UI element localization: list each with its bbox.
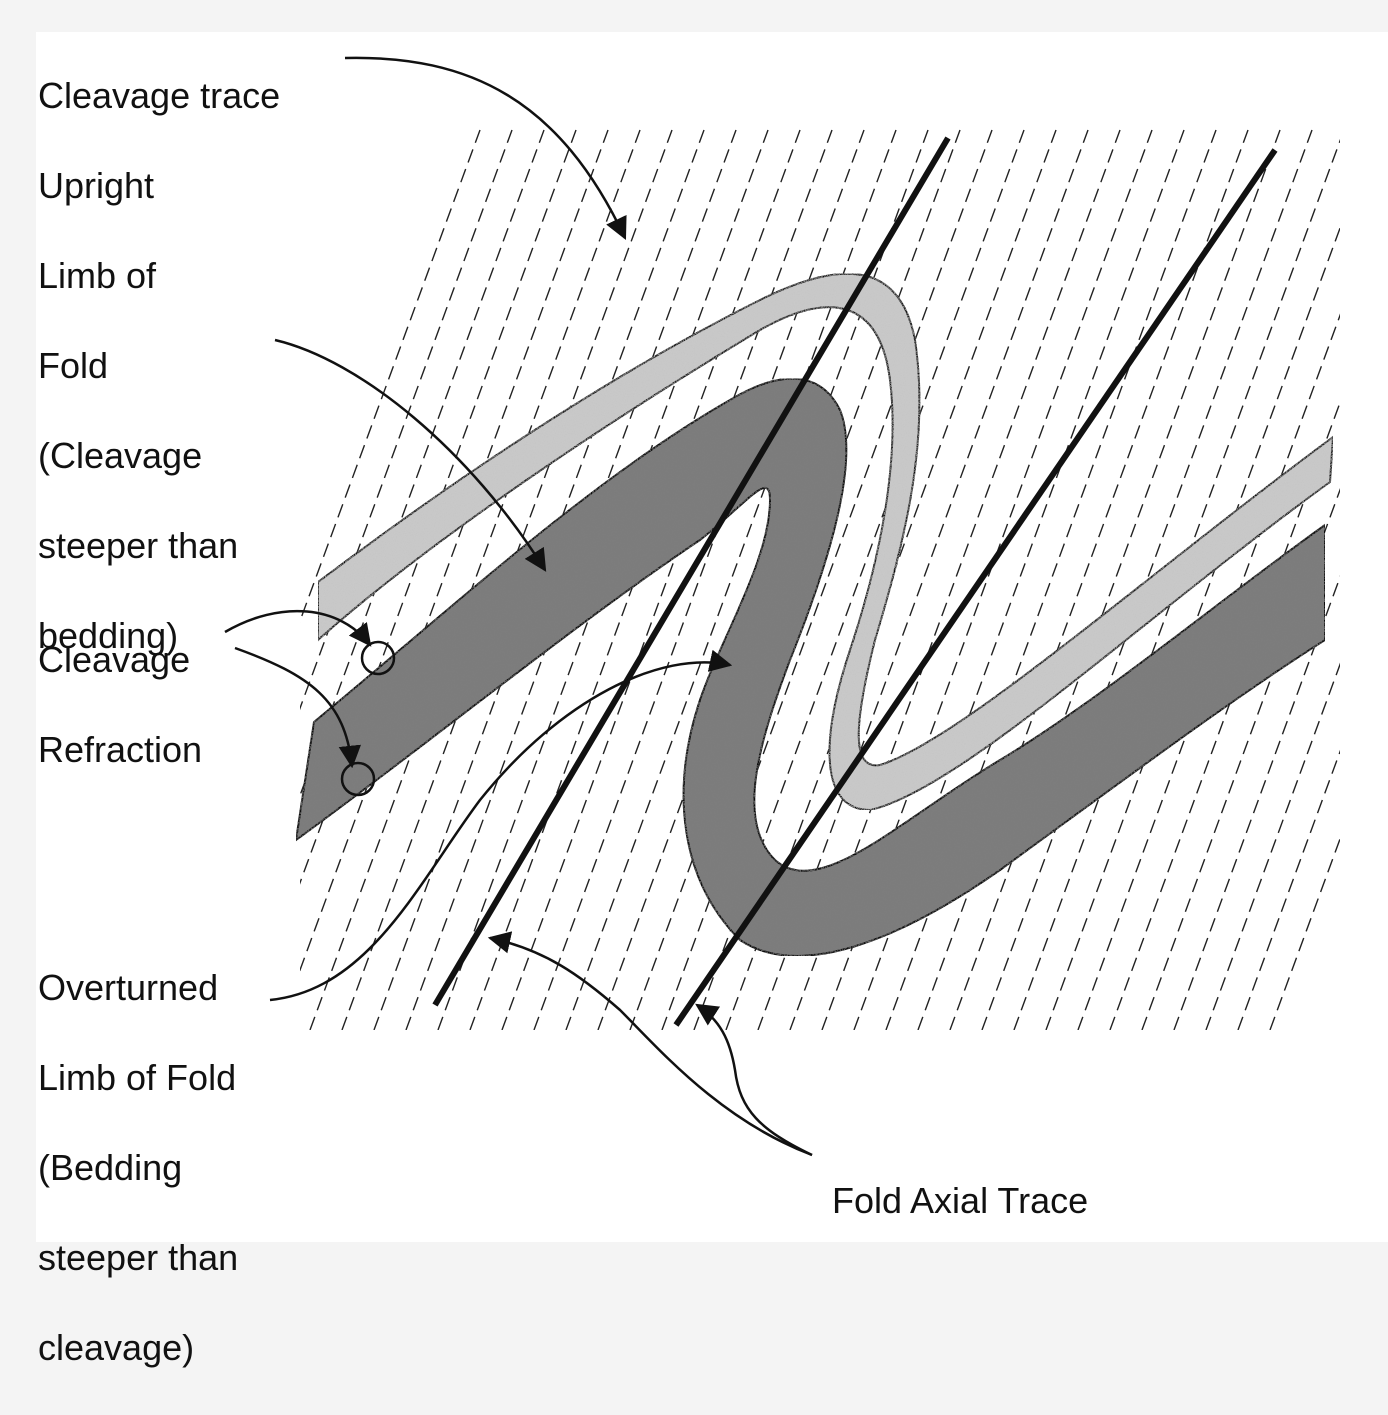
diagram-canvas — [36, 32, 1388, 1242]
cleavage-dash-line — [300, 129, 481, 1030]
cleavage-dash-line — [300, 129, 513, 1030]
cleavage-dash-line — [1045, 129, 1340, 1030]
cleavage-dash-line — [1141, 129, 1340, 1030]
cleavage-dash-line — [341, 129, 673, 1030]
refraction-circle-upper-icon — [360, 640, 396, 676]
overturned-limb-label: Overturned Limb of Fold (Bedding steeper… — [38, 920, 238, 1415]
cleavage-dash-line — [1205, 129, 1340, 1030]
cleavage-dash-line — [300, 129, 577, 1030]
upright-limb-line-6: bedding) — [38, 615, 179, 656]
overturned-limb-line-2: Limb of Fold — [38, 1057, 237, 1098]
overturned-limb-line-5: cleavage) — [38, 1327, 195, 1368]
cleavage-refraction-label: Cleavage Refraction — [38, 592, 202, 817]
fold-axial-trace-label: Fold Axial Trace — [832, 1133, 1088, 1268]
cleavage-dash-line — [949, 129, 1281, 1030]
cleavage-dash-line — [1077, 129, 1340, 1030]
fold-axial-trace-text: Fold Axial Trace — [832, 1180, 1089, 1221]
cleavage-dash-line — [309, 129, 641, 1030]
overturned-limb-line-3: (Bedding — [38, 1147, 183, 1188]
refraction-arrow-lower — [234, 646, 362, 769]
cleavage-dash-line — [1173, 129, 1340, 1030]
cleavage-dash-line — [405, 129, 737, 1030]
cleavage-dash-line — [501, 129, 833, 1030]
upright-limb-line-4: (Cleavage — [38, 435, 203, 476]
cleavage-dash-line — [300, 129, 609, 1030]
cleavage-trace-arrow — [344, 56, 627, 241]
fold-axial-trace-arrow-1 — [487, 931, 813, 1157]
upright-limb-arrow — [274, 338, 547, 572]
overturned-limb-arrow — [269, 649, 733, 1002]
cleavage-refraction-line-2: Refraction — [38, 729, 203, 770]
cleavage-dash-line — [469, 129, 801, 1030]
dark-bed-layer — [294, 377, 1326, 957]
cleavage-dash-line — [1109, 129, 1340, 1030]
upright-limb-line-2: Limb of — [38, 255, 157, 296]
cleavage-dash-line — [300, 129, 545, 1030]
fold-axial-trace-arrow-2 — [695, 1003, 813, 1157]
upright-limb-line-3: Fold — [38, 345, 109, 386]
cleavage-trace-text: Cleavage trace — [38, 75, 281, 116]
fold-axial-trace-line-1 — [432, 136, 951, 1007]
fold-cleavage-diagram — [224, 56, 1340, 1157]
upright-limb-line-1: Upright — [38, 165, 155, 206]
cleavage-dash-line — [1269, 129, 1340, 1030]
upright-limb-line-5: steeper than — [38, 525, 239, 566]
cleavage-dash-line — [981, 129, 1313, 1030]
cleavage-dash-line — [1013, 129, 1340, 1030]
cleavage-trace-label: Cleavage trace — [38, 28, 280, 163]
refraction-arrow-upper — [224, 609, 372, 647]
overturned-limb-line-1: Overturned — [38, 967, 219, 1008]
cleavage-dash-line — [1237, 129, 1340, 1030]
cleavage-refraction-line-1: Cleavage — [38, 639, 191, 680]
cleavage-dash-line — [437, 129, 769, 1030]
fold-axial-trace-line-2 — [673, 148, 1278, 1027]
upright-limb-label: Upright Limb of Fold (Cleavage steeper t… — [38, 118, 238, 703]
cleavage-dash-line — [629, 129, 961, 1030]
cleavage-dash-line — [373, 129, 705, 1030]
